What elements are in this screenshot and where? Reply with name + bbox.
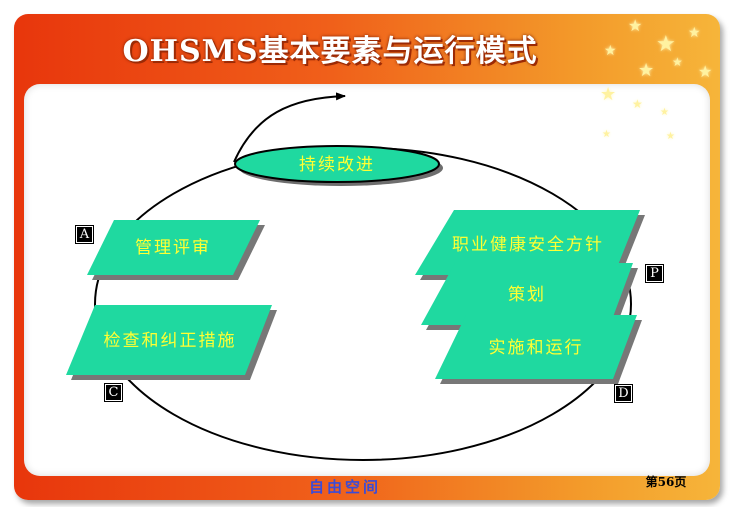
star-icon: ★: [660, 107, 669, 118]
management-review-label: 管理评审: [135, 238, 211, 258]
star-icon: ★: [672, 55, 683, 69]
star-icon: ★: [688, 25, 701, 41]
planning-label: 策划: [508, 285, 546, 305]
implementation-node: 实施和运行: [435, 315, 642, 384]
corner-label-a: A: [76, 226, 93, 243]
star-icon: ★: [698, 62, 713, 81]
star-icon: ★: [628, 16, 643, 35]
star-icon: ★: [656, 32, 676, 57]
star-icon: ★: [632, 97, 643, 111]
star-icon: ★: [638, 60, 655, 81]
improvement-arrow: [233, 92, 346, 163]
check-corrective-node: 检查和纠正措施: [66, 305, 277, 380]
slide-title: OHSMS基本要素与运行模式: [122, 34, 538, 69]
corner-label-c: C: [105, 384, 122, 401]
corner-label-p: P: [646, 265, 663, 282]
star-icon: ★: [666, 131, 675, 142]
page-number: 第56页: [645, 475, 687, 489]
continuous-improvement-node: 持续改进: [234, 145, 443, 186]
star-icon: ★: [604, 43, 617, 59]
corner-label-d: D: [615, 385, 632, 402]
check-corrective-label: 检查和纠正措施: [104, 331, 237, 351]
star-icon: ★: [600, 84, 617, 105]
continuous-improvement-label: 持续改进: [299, 155, 375, 175]
implementation-label: 实施和运行: [489, 338, 584, 358]
planning-node: 策划: [421, 263, 638, 330]
management-review-node: 管理评审: [87, 220, 265, 280]
ohs-policy-label: 职业健康安全方针: [452, 235, 604, 255]
footer-logo: 自由空间: [308, 478, 381, 496]
star-icon: ★: [602, 129, 611, 140]
